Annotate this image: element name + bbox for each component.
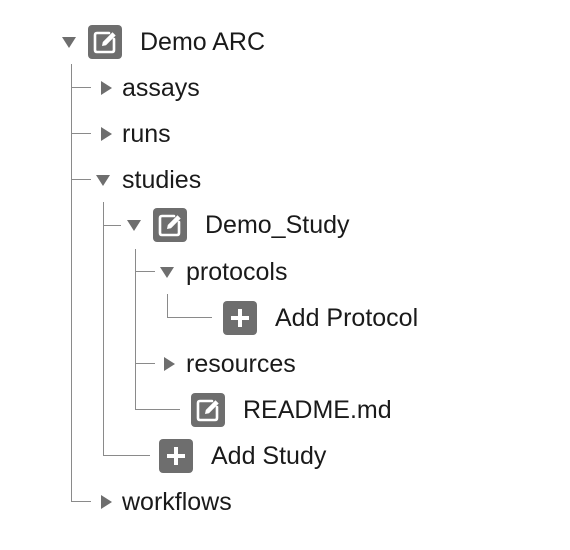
- tree-node-workflows[interactable]: workflows: [99, 484, 232, 520]
- tree-node-label: workflows: [122, 488, 232, 516]
- triangle-down-icon[interactable]: [127, 218, 141, 232]
- tree-guide-line: [135, 271, 155, 272]
- tree-node-label: runs: [122, 120, 171, 148]
- edit-icon[interactable]: [191, 393, 225, 427]
- tree-node-label: assays: [122, 74, 200, 102]
- tree-guide-line: [71, 87, 91, 88]
- tree-guide-line: [167, 317, 212, 318]
- triangle-right-icon[interactable]: [99, 495, 113, 509]
- tree-guide-line: [71, 133, 91, 134]
- edit-icon[interactable]: [88, 25, 122, 59]
- tree-guide-line: [103, 202, 104, 455]
- triangle-right-icon[interactable]: [99, 127, 113, 141]
- tree-node-label: Demo_Study: [205, 211, 350, 239]
- triangle-right-icon[interactable]: [99, 81, 113, 95]
- tree-guide-line: [135, 363, 155, 364]
- add-protocol-label: Add Protocol: [275, 304, 419, 332]
- tree-guide-line: [167, 294, 168, 317]
- edit-icon[interactable]: [153, 208, 187, 242]
- tree-guide-line: [135, 409, 180, 410]
- tree-guide-line: [71, 64, 72, 501]
- tree-node-label: studies: [122, 166, 202, 194]
- tree-node-runs[interactable]: runs: [99, 116, 171, 152]
- tree-node-demo-arc[interactable]: Demo ARC: [62, 24, 265, 60]
- tree-node-protocols[interactable]: protocols: [160, 254, 287, 290]
- tree-guide-line: [103, 455, 150, 456]
- add-study-label: Add Study: [211, 442, 327, 470]
- triangle-down-icon[interactable]: [62, 35, 76, 49]
- add-study-button[interactable]: Add Study: [159, 438, 326, 474]
- plus-square-icon[interactable]: [223, 301, 257, 335]
- tree-node-label: Demo ARC: [140, 28, 266, 56]
- add-protocol-button[interactable]: Add Protocol: [223, 300, 418, 336]
- tree-node-resources[interactable]: resources: [162, 346, 296, 382]
- tree-guide-line: [71, 179, 91, 180]
- triangle-down-icon[interactable]: [96, 173, 110, 187]
- tree-node-label: README.md: [243, 396, 392, 424]
- plus-square-icon[interactable]: [159, 439, 193, 473]
- tree-node-readme[interactable]: README.md: [191, 392, 392, 428]
- tree-node-assays[interactable]: assays: [99, 70, 200, 106]
- triangle-right-icon[interactable]: [162, 357, 176, 371]
- tree-node-studies[interactable]: studies: [96, 162, 201, 198]
- tree-guide-line: [71, 501, 91, 502]
- tree-node-demo-study[interactable]: Demo_Study: [127, 207, 350, 243]
- tree-node-label: protocols: [186, 258, 288, 286]
- tree-node-label: resources: [186, 350, 296, 378]
- triangle-down-icon[interactable]: [160, 265, 174, 279]
- tree-guide-line: [135, 249, 136, 409]
- tree-guide-line: [103, 225, 121, 226]
